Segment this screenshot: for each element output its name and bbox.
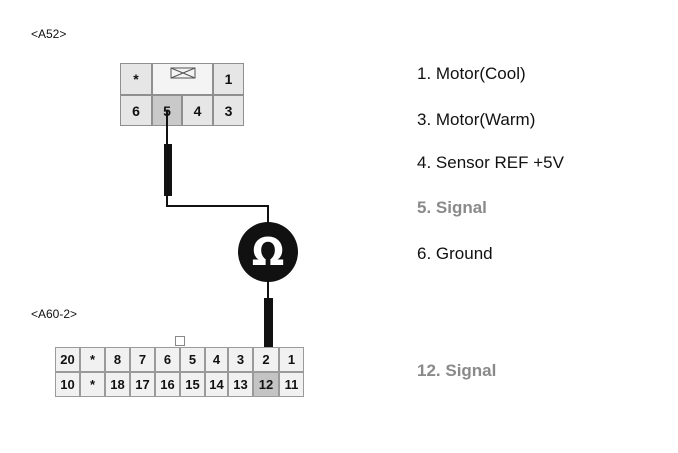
a60-pin-18: 18: [105, 372, 130, 397]
a52-pin-3: 3: [213, 95, 244, 126]
legend-item: 1. Motor(Cool): [417, 64, 526, 83]
probe-a60: [264, 298, 273, 350]
a52-pin-6: 6: [120, 95, 152, 126]
a60-pin-3: 3: [228, 347, 253, 372]
a60-pin-11: 11: [279, 372, 304, 397]
a60-pin-14: 14: [205, 372, 228, 397]
a52-pin-star: *: [120, 63, 152, 95]
a52-pin-4: 4: [182, 95, 213, 126]
a60-pin-15: 15: [180, 372, 205, 397]
connector-a60-label: <A60-2>: [31, 307, 78, 321]
legend-a60-signal: 12. Signal: [417, 361, 497, 380]
ohm-meter-icon: Ω: [251, 230, 285, 274]
a60-pin-12: 12: [253, 372, 279, 397]
legend-item: 3. Motor(Warm): [417, 110, 536, 129]
a60-pin-10: 10: [55, 372, 80, 397]
a60-pin-20: 20: [55, 347, 80, 372]
a60-pin-star: *: [80, 347, 105, 372]
legend-item: 6. Ground: [417, 244, 493, 263]
a60-pin-16: 16: [155, 372, 180, 397]
a60-pin-17: 17: [130, 372, 155, 397]
a60-pin-13: 13: [228, 372, 253, 397]
connector-a52-label: <A52>: [31, 27, 67, 41]
probe-a52: [164, 144, 172, 196]
a60-key-tab: [175, 336, 185, 346]
a60-pin-2: 2: [253, 347, 279, 372]
a60-pin-star: *: [80, 372, 105, 397]
a60-pin-8: 8: [105, 347, 130, 372]
ohm-meter-body: [238, 222, 298, 282]
legend-item: 5. Signal: [417, 198, 487, 217]
latch-icon: [170, 67, 195, 79]
a52-pin-1: 1: [213, 63, 244, 95]
a60-pin-5: 5: [180, 347, 205, 372]
a60-pin-6: 6: [155, 347, 180, 372]
legend-item: 4. Sensor REF +5V: [417, 153, 564, 172]
a60-pin-1: 1: [279, 347, 304, 372]
wire-a52-pin5: [166, 110, 269, 228]
a52-latch: [152, 63, 213, 95]
a60-pin-4: 4: [205, 347, 228, 372]
a60-pin-7: 7: [130, 347, 155, 372]
